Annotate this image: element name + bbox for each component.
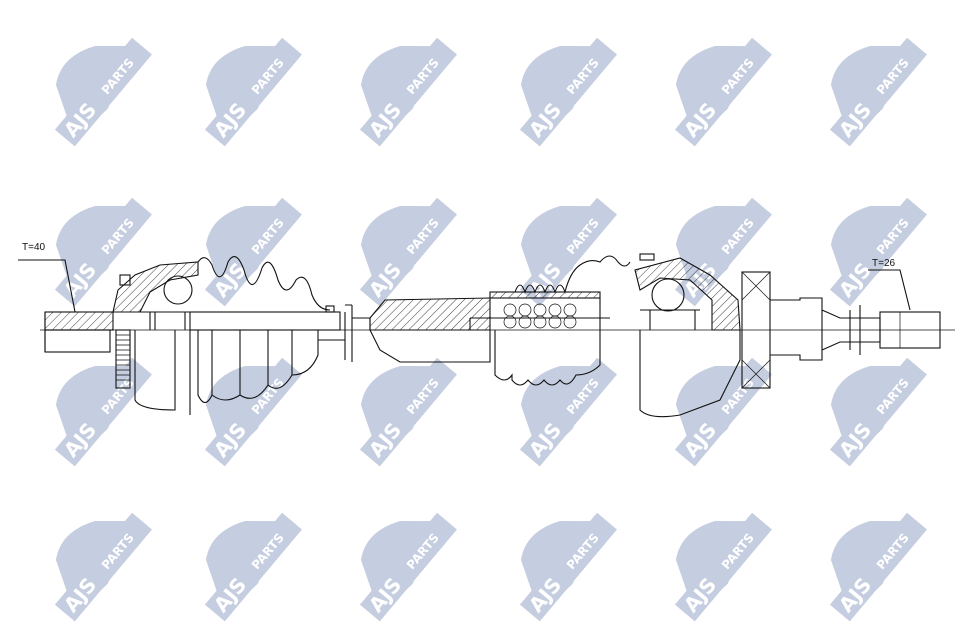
outer-cv-joint: [112, 261, 200, 415]
left-leader-line: [18, 259, 76, 313]
axle-shaft: [189, 291, 601, 363]
right-leader-line: [868, 269, 911, 311]
left-spline-label: T=40: [22, 242, 46, 253]
outer-boot: [197, 256, 331, 404]
inner-cv-joint: [634, 253, 741, 418]
outer-cv-stub: [44, 311, 131, 389]
right-spline-label: T=26: [872, 258, 896, 269]
inner-stub: [741, 271, 941, 389]
balls: [503, 303, 577, 329]
inner-damper: [469, 255, 631, 386]
